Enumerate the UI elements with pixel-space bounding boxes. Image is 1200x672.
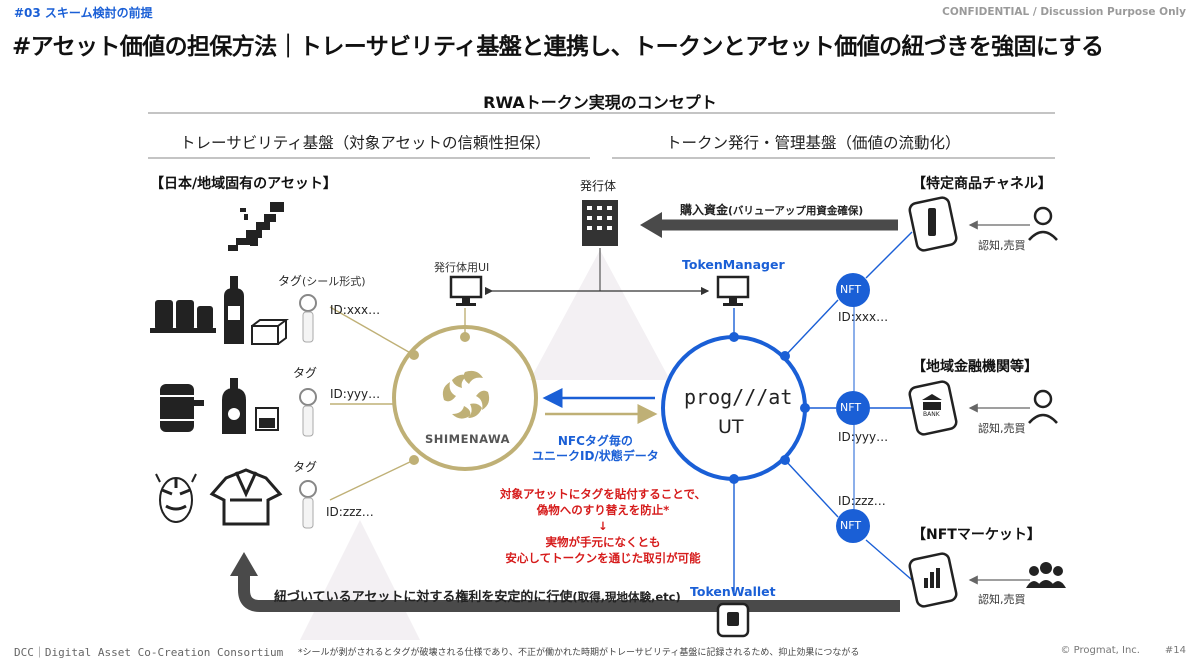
progmat-ut-label: UT xyxy=(718,416,744,438)
issuer-ui-monitor-icon xyxy=(449,275,483,306)
recognize-buy-label: 認知,売買 xyxy=(978,239,1026,252)
token-wallet-label: TokenWallet xyxy=(690,584,776,599)
nft-badge xyxy=(836,391,870,425)
purchase-funds-arrow-head xyxy=(640,212,662,238)
tag-link-line xyxy=(329,306,415,356)
user-icon xyxy=(1028,206,1058,241)
tag-label: タグ xyxy=(293,460,318,474)
tag-id: ID:xxx… xyxy=(330,303,381,317)
confidential-label: CONFIDENTIAL / Discussion Purpose Only xyxy=(942,6,1186,18)
issuer-ui-label: 発行体用UI xyxy=(434,261,490,274)
recognize-buy-label: 認知,売買 xyxy=(978,422,1026,435)
rights-arrow-shaft xyxy=(238,572,900,612)
progmat-logo: prog///at xyxy=(684,385,793,409)
nft-badge xyxy=(836,273,870,307)
nfc-tag-icon xyxy=(299,388,317,437)
tag-link-line xyxy=(329,459,415,501)
background-triangle xyxy=(530,250,670,380)
anti-fraud-note: 対象アセットにタグを貼付することで、 偽物へのすり替えを防止* ↓ 実物が手元に… xyxy=(500,487,706,565)
shimenawa-ring xyxy=(392,325,538,471)
token-wallet-phone-icon xyxy=(716,602,750,638)
users-group-icon xyxy=(1026,562,1066,588)
nft-link-line xyxy=(784,299,839,357)
tag-id: ID:zzz… xyxy=(326,505,374,519)
rights-exercise-label: 紐づいているアセットに対する権利を安定的に行使(取得,現地体験,etc) xyxy=(274,590,681,605)
whisky-glass-icon xyxy=(255,407,279,431)
right-platform-header: トークン発行・管理基盤（価値の流動化） xyxy=(666,134,961,152)
kabuki-mask-icon xyxy=(155,473,197,523)
token-manager-monitor-icon xyxy=(716,275,750,306)
shimenawa-label: SHIMENAWA xyxy=(425,432,511,446)
user-icon xyxy=(1028,389,1058,424)
nft-badge xyxy=(836,509,870,543)
nft-id: ID:yyy… xyxy=(838,430,889,444)
tag-id: ID:yyy… xyxy=(330,387,381,401)
bank-text: BANK xyxy=(923,411,940,418)
nft-id: ID:zzz… xyxy=(838,494,886,508)
sake-tanks-icon xyxy=(150,300,216,333)
channel-title-specific: 【特定商品チャネル】 xyxy=(912,176,1052,192)
nfc-tag-icon xyxy=(299,480,317,529)
whisky-bottle-icon xyxy=(222,378,246,434)
page-number: #14 xyxy=(1164,645,1186,656)
shimenawa-logo-icon xyxy=(442,370,490,419)
nft-link-line xyxy=(784,459,839,518)
bank-phone-icon xyxy=(908,380,958,436)
background-triangle xyxy=(300,520,420,640)
section-label: #03 スキーム検討の前提 xyxy=(14,6,153,20)
japan-map-icon xyxy=(228,202,284,251)
footer-org: DCC｜Digital Asset Co-Creation Consortium xyxy=(14,646,284,659)
rights-arrow-head xyxy=(230,552,258,576)
left-platform-header: トレーサビリティ基盤（対象アセットの信頼性担保） xyxy=(180,134,551,152)
nfc-tag-icon xyxy=(299,294,317,343)
sake-bottle-icon xyxy=(224,276,244,344)
recognize-buy-label: 認知,売買 xyxy=(978,593,1026,606)
nft-id: ID:xxx… xyxy=(838,310,889,324)
issuer-label: 発行体 xyxy=(580,179,617,193)
slide-title: #アセット価値の担保方法｜トレーサビリティ基盤と連携し、トークンとアセット価値の… xyxy=(12,34,1104,60)
concept-title: RWAトークン実現のコンセプト xyxy=(483,93,717,112)
tag-label: タグ(シール形式) xyxy=(278,274,366,288)
channel-phone-icon xyxy=(908,196,958,252)
channel-link-line xyxy=(865,539,913,581)
market-phone-icon xyxy=(908,552,958,608)
footnote: *シールが剥がされるとタグが破壊される仕様であり、不正が働かれた時期がトレーサビ… xyxy=(298,648,860,658)
channel-link-line xyxy=(865,231,913,279)
nft-badge-label: NFT xyxy=(840,519,862,532)
token-manager-label: TokenManager xyxy=(682,257,785,272)
channel-title-market: 【NFTマーケット】 xyxy=(912,527,1041,543)
nft-badge-label: NFT xyxy=(840,401,862,414)
purchase-funds-label: 購入資金(バリューアップ用資金確保) xyxy=(680,203,864,217)
nfc-data-caption: NFCタグ毎の ユニークID/状態データ xyxy=(532,434,659,463)
nft-badge-label: NFT xyxy=(840,283,862,296)
wooden-box-icon xyxy=(251,319,289,345)
issuer-building-icon xyxy=(582,200,618,246)
kimono-icon xyxy=(209,468,283,526)
barrel-icon xyxy=(160,384,204,432)
channel-title-regional: 【地域金融機関等】 xyxy=(912,359,1038,375)
tag-label: タグ xyxy=(293,366,318,380)
asset-group-title: 【日本/地域固有のアセット】 xyxy=(150,176,337,192)
copyright: © Progmat, Inc. xyxy=(1060,645,1140,656)
